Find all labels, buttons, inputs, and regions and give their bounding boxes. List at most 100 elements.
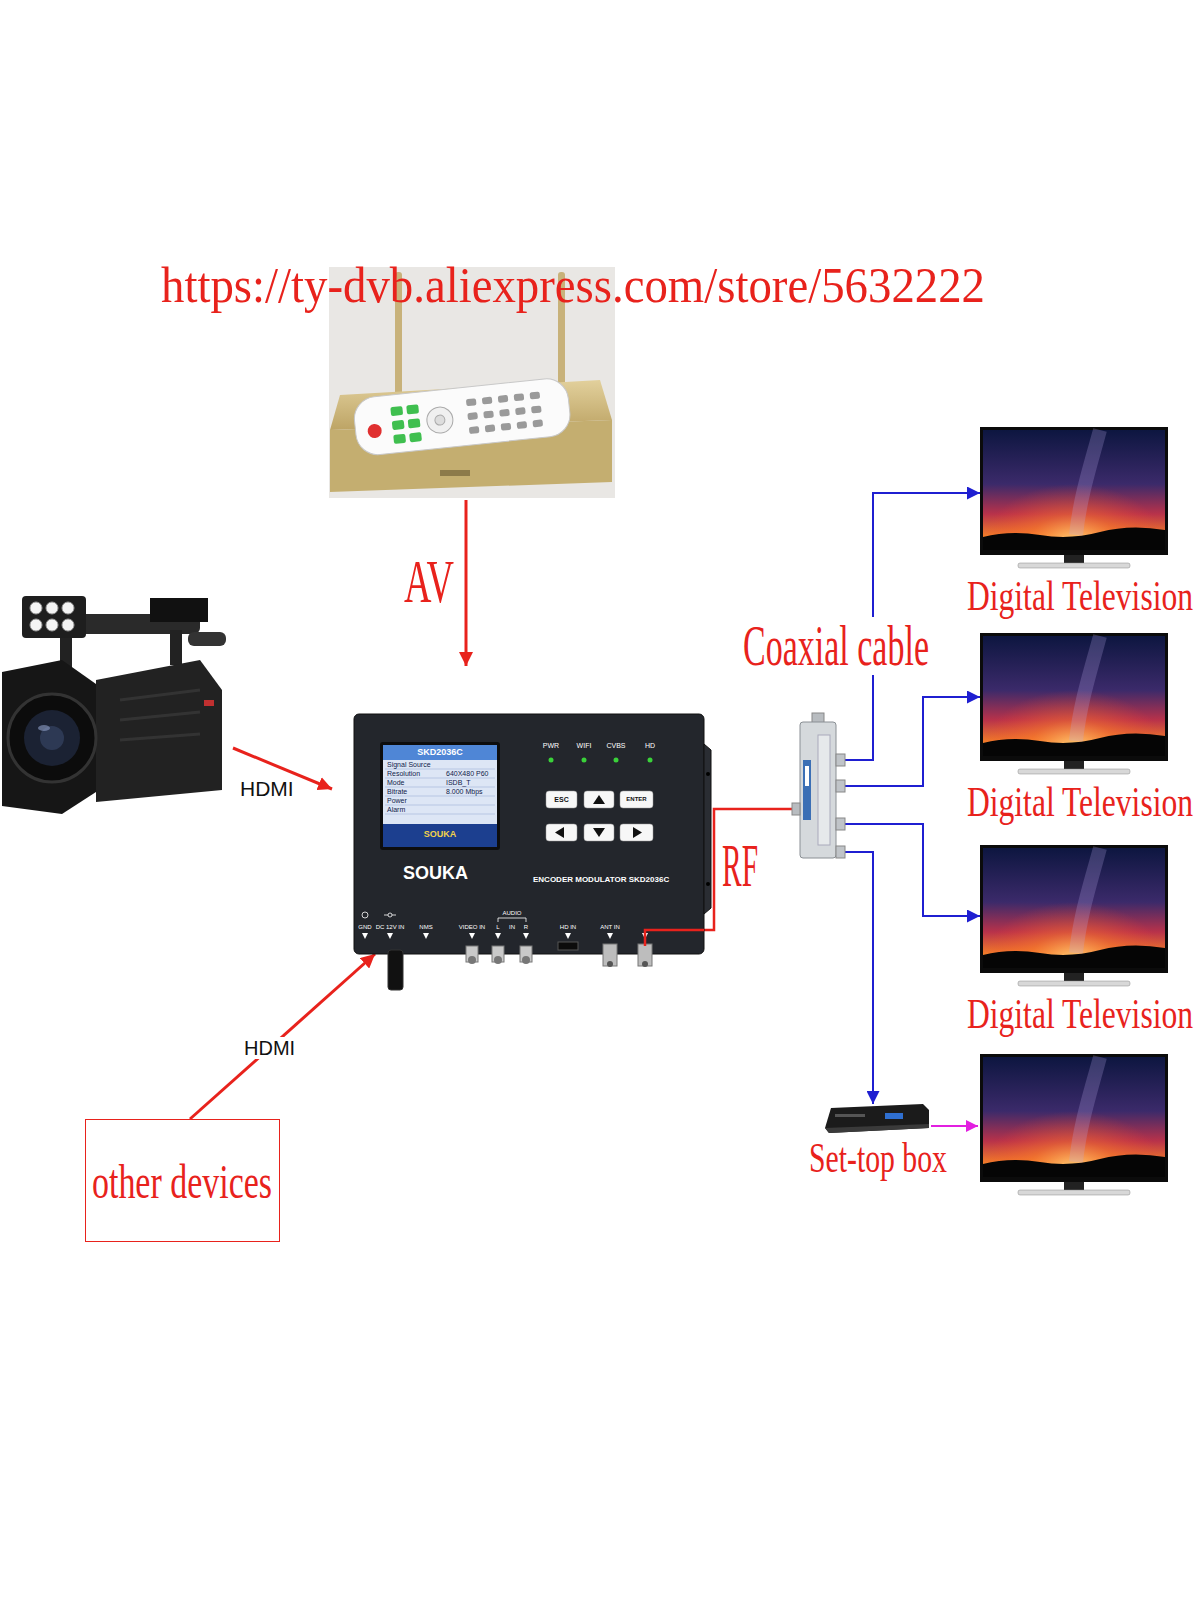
screen-logo: SOUKA <box>424 830 457 839</box>
encoder-modulator-picture <box>498 918 526 922</box>
router-photo <box>440 470 470 476</box>
splitter <box>805 766 809 786</box>
router-photo <box>501 423 512 431</box>
port-label: ANT IN <box>600 924 620 930</box>
button-label: ENTER <box>626 796 646 802</box>
store-url-watermark: https://ty-dvb.aliexpress.com/store/5632… <box>161 260 985 310</box>
screen-text: Signal Source <box>387 761 431 768</box>
router-photo <box>515 407 526 415</box>
camcorder <box>62 619 74 631</box>
signal-label: RF <box>722 834 758 896</box>
encoder-modulator-picture <box>383 824 497 847</box>
router-photo <box>393 434 406 444</box>
router-photo <box>330 420 612 492</box>
camcorder <box>30 602 74 631</box>
encoder-modulator-picture <box>495 933 501 939</box>
router-photo <box>499 409 510 417</box>
router-photo <box>390 406 403 416</box>
connector <box>704 697 980 930</box>
encoder-modulator-picture <box>546 824 577 841</box>
encoder-modulator-picture <box>558 942 578 950</box>
encoder-modulator-picture <box>492 946 504 962</box>
encoder-modulator-picture <box>385 814 495 815</box>
television-picture <box>980 845 1168 986</box>
encoder-modulator-picture <box>704 744 711 914</box>
encoder-modulator-picture <box>468 956 530 964</box>
screen-text: Alarm <box>387 806 405 813</box>
encoder-modulator-picture <box>565 933 571 939</box>
led-label: CVBS <box>606 742 625 749</box>
camcorder <box>150 598 208 622</box>
splitter <box>836 818 845 830</box>
screen-title: SKD2036C <box>417 748 463 757</box>
router-photo <box>409 432 422 442</box>
screen-text: Bitrate <box>387 788 407 795</box>
encoder-modulator-picture <box>466 946 478 962</box>
encoder-modulator-picture <box>362 912 368 918</box>
camcorder <box>204 700 214 706</box>
encoder-modulator-picture <box>603 944 617 966</box>
encoder-modulator-picture <box>633 827 642 838</box>
encoder-modulator-picture <box>555 795 642 838</box>
encoder-modulator-picture <box>645 930 704 946</box>
port-label: L <box>496 924 499 930</box>
splitter <box>818 735 830 845</box>
encoder-modulator-picture <box>362 933 648 939</box>
device-caption: Digital Television <box>967 575 1193 617</box>
television: Digital Television <box>980 633 1168 776</box>
camcorder <box>96 660 222 802</box>
camcorder <box>2 596 226 814</box>
encoder-modulator-picture <box>387 933 393 939</box>
router-photo <box>482 397 493 405</box>
encoder-modulator-picture <box>546 791 653 841</box>
device-caption: Digital Television <box>967 993 1193 1035</box>
splitter <box>803 760 811 820</box>
router-photo <box>434 415 445 426</box>
encoder-modulator-picture <box>385 787 495 788</box>
camcorder <box>188 632 226 646</box>
encoder-modulator-picture <box>593 795 605 804</box>
set-top-box-picture <box>825 1104 929 1133</box>
connector <box>704 493 980 930</box>
set-top-box-picture <box>885 1113 903 1119</box>
encoder-modulator-picture <box>642 961 648 967</box>
led-label: HD <box>645 742 655 749</box>
encoder-modulator-picture <box>638 944 652 966</box>
port-label: DC 12V IN <box>376 924 405 930</box>
encoder-modulator-picture <box>603 944 652 966</box>
encoder-modulator-picture <box>549 758 554 763</box>
television-picture <box>980 427 1168 568</box>
camcorder <box>22 596 86 638</box>
camcorder <box>8 694 96 782</box>
television: Digital Television <box>980 845 1168 988</box>
encoder-modulator-picture <box>706 882 710 886</box>
encoder-modulator-picture <box>354 714 704 954</box>
router-photo <box>498 395 509 403</box>
encoder-modulator-picture <box>648 758 653 763</box>
button-label: ESC <box>554 796 568 803</box>
port-label: HD IN <box>560 924 576 930</box>
device-caption: Digital Television <box>967 781 1193 823</box>
encoder-modulator-picture <box>385 769 495 770</box>
screen-text: Mode <box>387 779 405 786</box>
cable-label: Coaxial cable <box>743 617 929 675</box>
encoder-modulator-picture <box>523 933 529 939</box>
signal-arrows <box>465 500 468 666</box>
source-name: other devices <box>92 1158 272 1206</box>
splitter <box>836 754 845 766</box>
set-top-box-picture <box>825 1104 929 1133</box>
source-box: other devices <box>85 1119 280 1242</box>
rf-cable <box>703 809 800 930</box>
encoder-modulator-picture <box>385 805 495 806</box>
encoder-modulator-picture <box>388 950 403 990</box>
encoder-modulator-picture <box>494 956 502 964</box>
encoder-modulator-picture <box>385 769 495 814</box>
router-photo <box>392 420 405 430</box>
device-caption: Set-top box <box>809 1137 947 1179</box>
encoder-modulator-picture <box>584 824 614 841</box>
encoder-modulator-picture <box>555 827 564 838</box>
encoder-modulator-picture <box>607 961 613 967</box>
screen-text: 8.000 Mbps <box>446 788 483 795</box>
